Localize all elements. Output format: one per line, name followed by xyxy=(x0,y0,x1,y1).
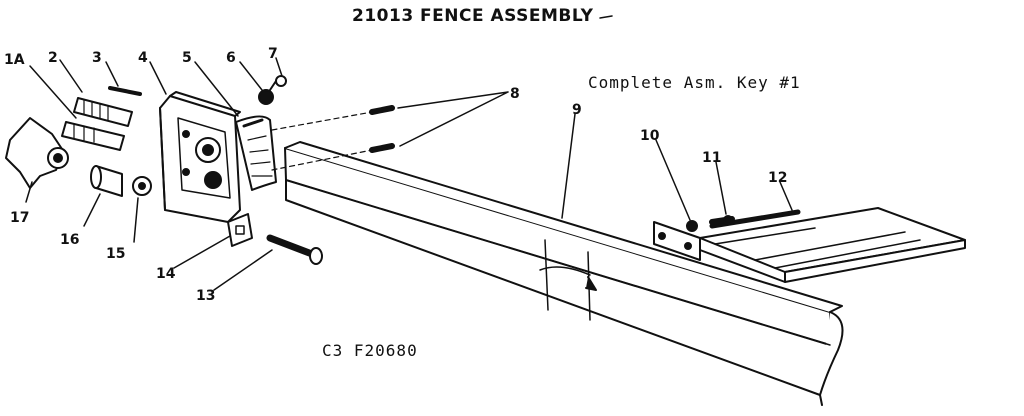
callout-3: 3 xyxy=(92,50,102,66)
callout-12: 12 xyxy=(768,170,787,186)
callout-8: 8 xyxy=(510,86,520,102)
mounting-bracket xyxy=(653,207,966,283)
callout-2: 2 xyxy=(48,50,58,66)
cam-sleeve xyxy=(90,165,123,197)
callout-11: 11 xyxy=(702,150,721,166)
scale-screw xyxy=(258,89,274,105)
callout-10: 10 xyxy=(640,128,660,144)
callout-15: 15 xyxy=(106,246,125,262)
drawing-code: C3 F20680 xyxy=(322,341,418,360)
callout-6: 6 xyxy=(226,50,236,66)
callout-1A: 1A xyxy=(4,52,25,68)
callout-13: 13 xyxy=(196,288,215,304)
bracket-screw xyxy=(709,215,735,225)
lock-bolt xyxy=(266,234,323,265)
title-mark xyxy=(599,15,613,19)
lock-shaft xyxy=(61,97,133,151)
diagram-title: 21013 FENCE ASSEMBLY xyxy=(352,6,594,26)
leader-lines xyxy=(25,57,793,291)
fence-head-casting xyxy=(159,91,241,223)
callout-7: 7 xyxy=(268,46,278,62)
callout-17: 17 xyxy=(10,210,29,226)
callout-9: 9 xyxy=(572,102,582,118)
assembly-note: Complete Asm. Key #1 xyxy=(588,73,801,92)
lock-knob xyxy=(5,117,69,189)
callout-4: 4 xyxy=(138,50,148,66)
setscrew-pair xyxy=(271,105,395,171)
bracket-nut xyxy=(686,220,698,232)
spring-pin xyxy=(108,86,142,96)
screw-cap xyxy=(269,75,287,91)
fence-rail xyxy=(284,141,844,406)
callout-16: 16 xyxy=(60,232,79,248)
washer xyxy=(132,176,152,196)
callout-14: 14 xyxy=(156,266,176,282)
scale-plate xyxy=(235,115,277,191)
clamp-block xyxy=(227,213,253,247)
callout-5: 5 xyxy=(182,50,192,66)
